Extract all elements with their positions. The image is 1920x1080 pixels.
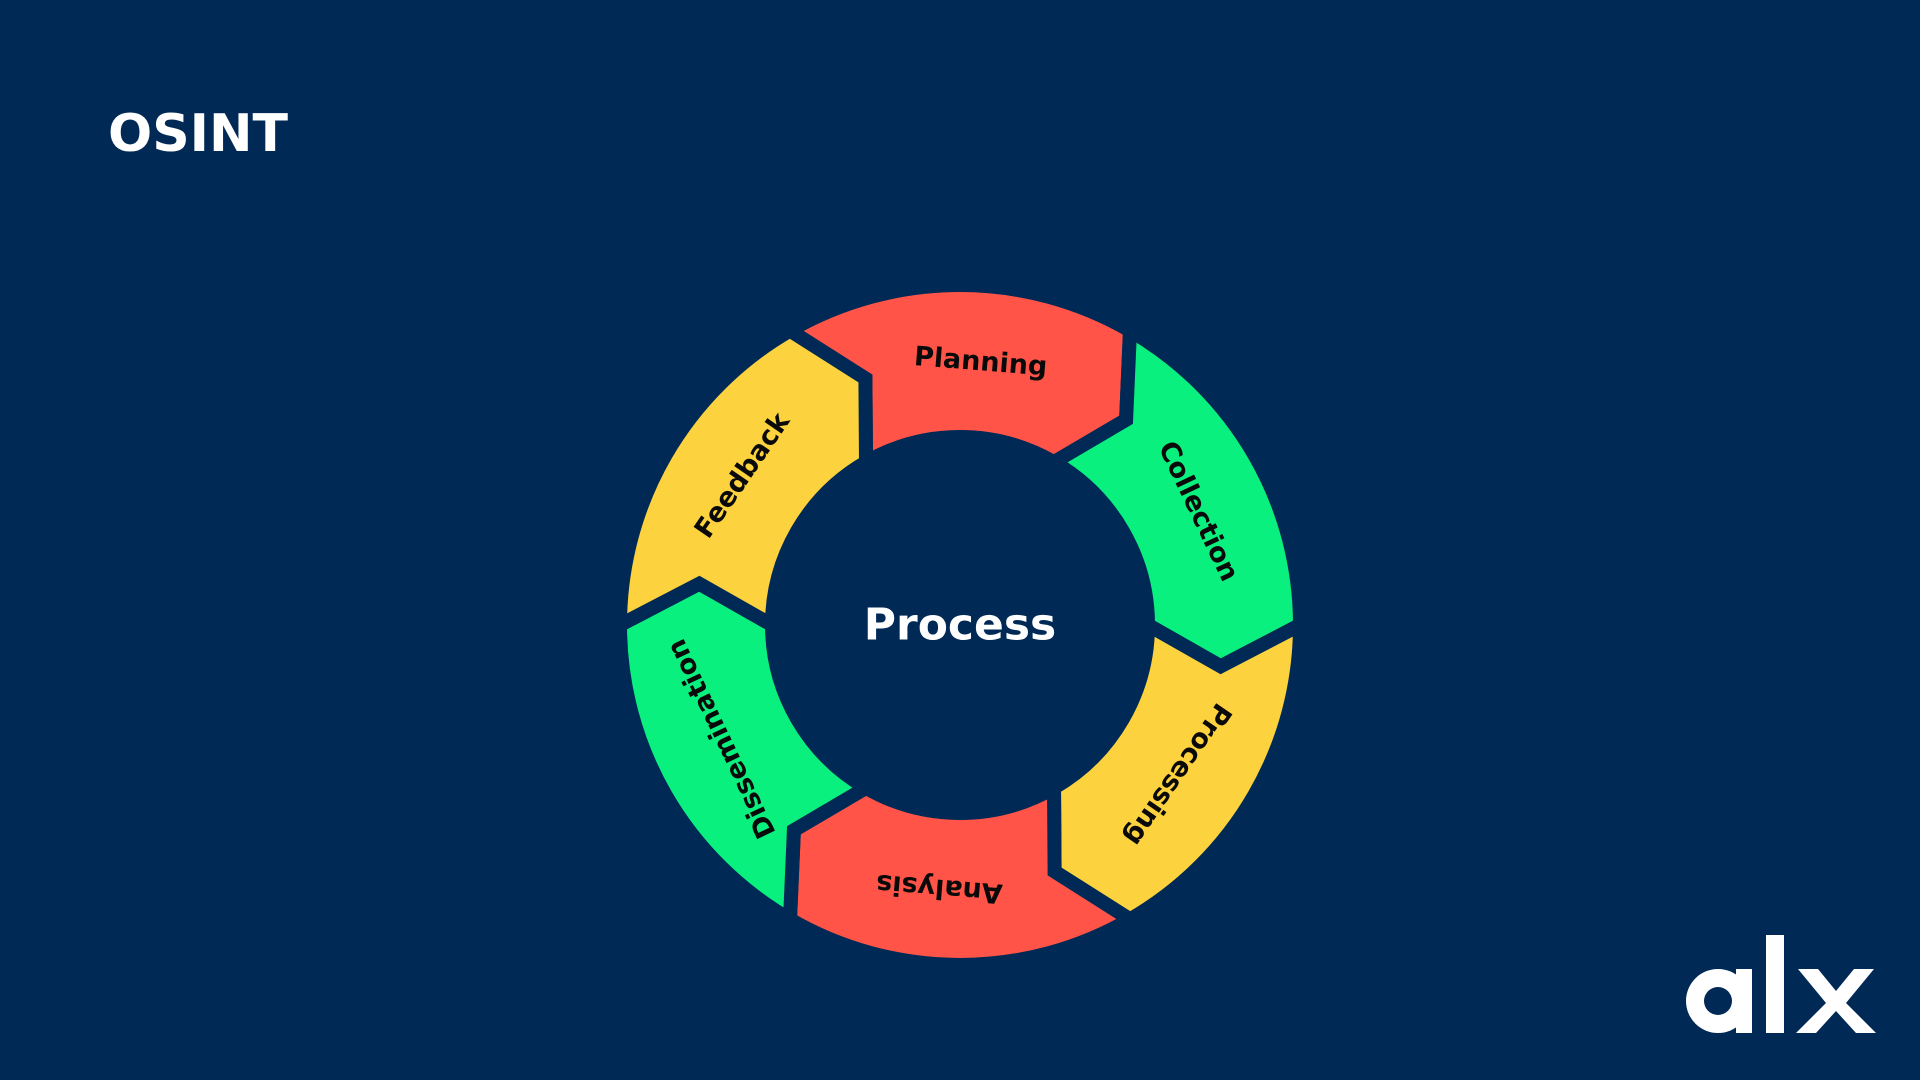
cycle-segment-feedback (612, 322, 874, 638)
slide-title: OSINT (108, 104, 288, 164)
center-label: Process (864, 600, 1056, 651)
alx-logo-mark (1686, 935, 1876, 1033)
alx-logo (1686, 935, 1876, 1033)
cycle-segments (612, 278, 1308, 972)
center-hub (779, 444, 1141, 806)
